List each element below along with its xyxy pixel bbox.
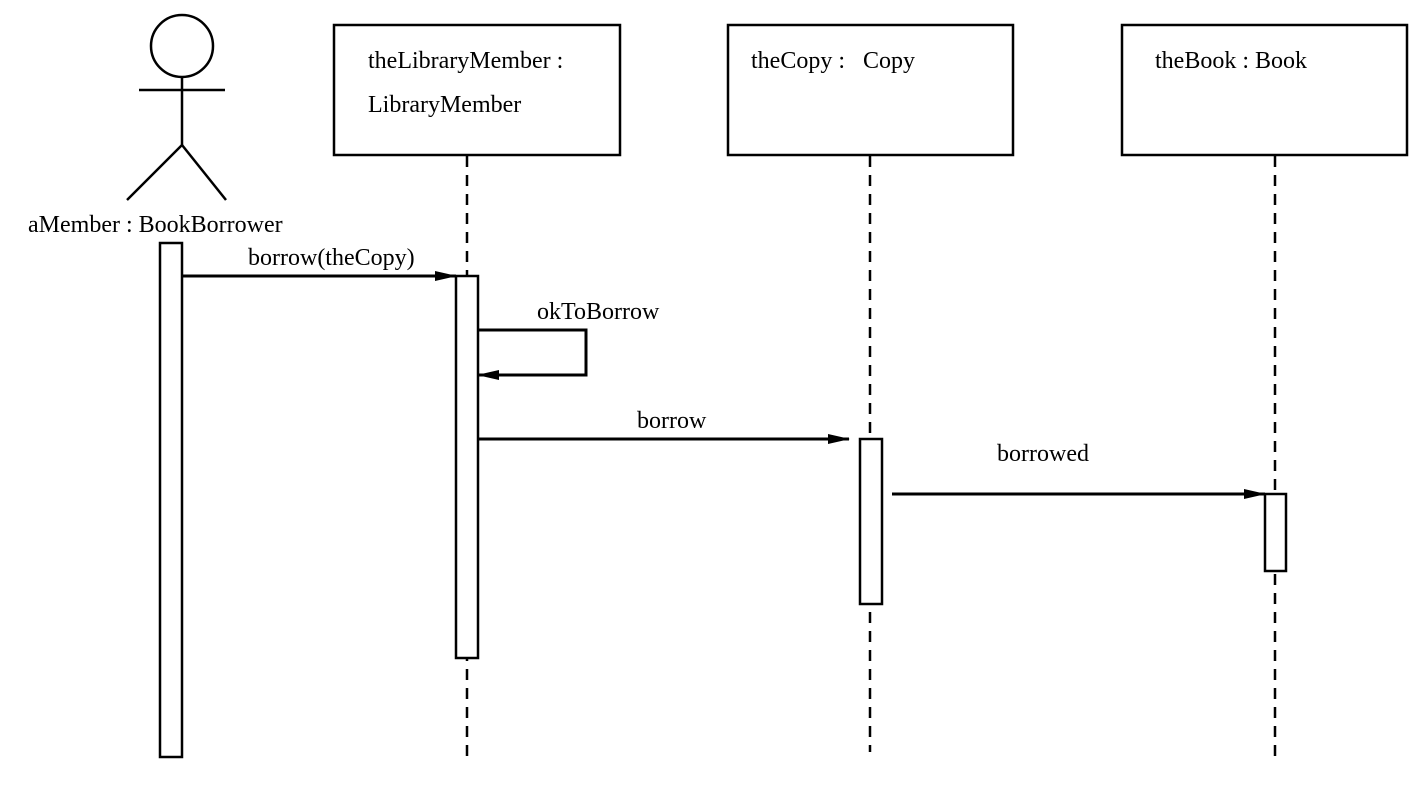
object-box-library-member bbox=[332, 23, 622, 157]
activation-bar-library-member bbox=[454, 274, 480, 660]
actor-label: aMember : BookBorrower bbox=[28, 212, 283, 238]
object-label-copy: theCopy : Copy bbox=[751, 48, 915, 74]
object-box-copy bbox=[726, 23, 1015, 157]
activation-bar-actor bbox=[158, 241, 184, 759]
actor-right-leg bbox=[181, 144, 227, 201]
message-label-borrowed: borrowed bbox=[997, 441, 1089, 467]
actor-head bbox=[149, 13, 215, 79]
object-box-book bbox=[1120, 23, 1409, 157]
activation-bar-copy bbox=[858, 437, 884, 606]
object-label-book: theBook : Book bbox=[1155, 48, 1307, 74]
actor-left-leg bbox=[126, 144, 183, 201]
message-label-oktoborrow: okToBorrow bbox=[537, 299, 660, 325]
message-label-borrow: borrow bbox=[637, 408, 707, 434]
message-label-borrow-thecopy: borrow(theCopy) bbox=[248, 245, 415, 271]
activation-bar-book bbox=[1263, 492, 1288, 573]
message-arrow-oktoborrow bbox=[477, 328, 588, 380]
object-label-library-member-line1: theLibraryMember : bbox=[368, 48, 563, 74]
actor-figure bbox=[126, 13, 227, 201]
object-label-library-member-line2: LibraryMember bbox=[368, 92, 521, 118]
